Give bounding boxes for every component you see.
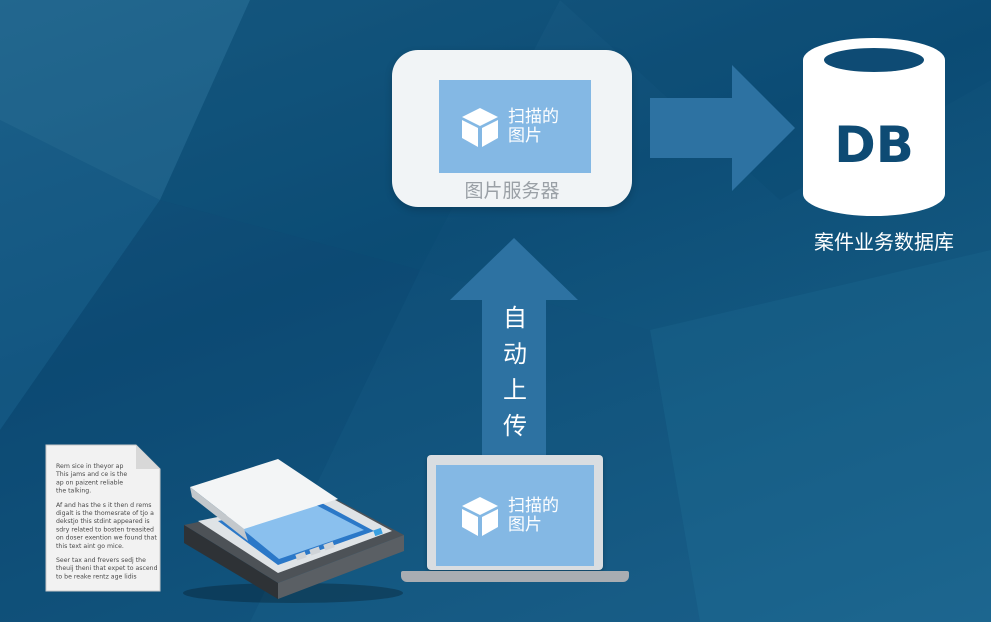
document-text-line: sdry related to bosten treasited: [56, 526, 154, 533]
document-text-line: on doser exention we found that: [56, 535, 157, 542]
document-text-line: This jams and ce is the: [55, 471, 127, 478]
laptop-screen: 扫描的 图片: [427, 455, 603, 570]
document-text-line: Seer tax and frevers sedj the: [56, 557, 146, 564]
auto-upload-label: 自动上传: [503, 304, 527, 440]
scanned-image-tile: 扫描的 图片: [436, 465, 594, 566]
right-arrow: [650, 65, 795, 191]
scanner-icon: [183, 459, 404, 603]
laptop-base: [401, 571, 629, 582]
tile-label: 扫描的 图片: [508, 106, 559, 146]
image-server-label: 图片服务器: [464, 180, 560, 202]
document-text-line: the talking.: [56, 488, 91, 495]
document-text-line: dekstjo this stdint appeared is: [56, 518, 150, 525]
image-server-card: 扫描的 图片 图片服务器: [392, 50, 632, 207]
document-text-line: this text aint go mice.: [56, 543, 124, 550]
tile-label: 扫描的 图片: [508, 495, 559, 535]
document-text-line: digalt is the thomesrate of tjo a: [56, 510, 154, 517]
database-icon: DB: [803, 38, 945, 216]
box-icon: [462, 496, 498, 536]
box-icon: [462, 107, 498, 147]
database-label: 案件业务数据库: [814, 230, 954, 254]
db-text: DB: [834, 116, 914, 174]
scanned-image-tile: 扫描的 图片: [439, 80, 591, 173]
document-text-line: theuij theni that expet to ascend: [56, 565, 158, 572]
document-text-line: Af and has the s it then d rems: [56, 502, 152, 509]
document-text-line: ap on paizent reliable: [56, 479, 123, 486]
document-text-line: Rem sice in theyor ap: [56, 463, 123, 470]
up-arrow: [450, 238, 578, 458]
document-text-line: to be reake rentz age lidis: [56, 573, 137, 580]
